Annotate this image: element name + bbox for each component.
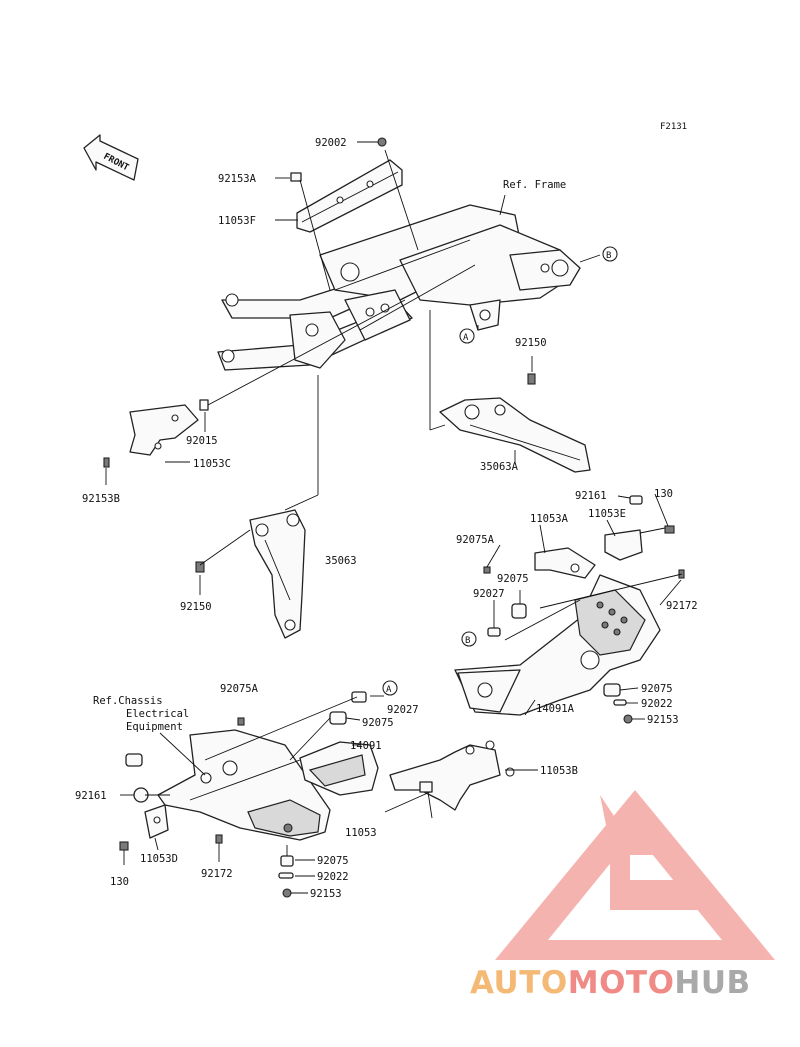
callout-A-bottom: A — [382, 680, 398, 696]
label-92153-right: 92153 — [647, 714, 679, 726]
label-92150-mid: 92150 — [180, 601, 212, 613]
label-92161-right: 92161 — [575, 490, 607, 502]
bracket-11053A — [534, 547, 596, 579]
bracket-11053F — [296, 159, 403, 233]
label-92075A-left: 92075A — [220, 683, 259, 695]
label-92022-left: 92022 — [317, 871, 349, 883]
label-11053D: 11053D — [140, 853, 178, 865]
svg-text:A: A — [386, 685, 392, 695]
label-ref-chassis-1: Ref.Chassis — [93, 695, 163, 707]
label-11053E: 11053E — [588, 508, 626, 520]
label-92172-left: 92172 — [201, 868, 233, 880]
cover-14091A — [454, 574, 661, 716]
bolt-92153A — [290, 172, 302, 182]
label-11053F: 11053F — [218, 215, 256, 227]
bracket-11053B — [389, 740, 515, 811]
label-14091A: 14091A — [536, 703, 575, 715]
label-92075-left2: 92075 — [317, 855, 349, 867]
svg-text:B: B — [606, 251, 611, 261]
right-leader-lines — [486, 493, 683, 720]
label-92027-right: 92027 — [473, 588, 505, 600]
automotohub-wordmark: AUTOMOTOHUB — [470, 965, 751, 1001]
part-labels: 92002 92153A 11053F Ref. Frame 92150 920… — [75, 137, 698, 900]
label-92075-right1: 92075 — [497, 573, 529, 585]
label-ref-chassis-3: Equipment — [126, 721, 183, 733]
label-130-left: 130 — [110, 876, 129, 888]
cover-14091 — [299, 741, 379, 796]
label-92015: 92015 — [186, 435, 218, 447]
automotohub-logo — [495, 790, 775, 960]
label-92075-right2: 92075 — [641, 683, 673, 695]
bolt-92002 — [377, 137, 387, 147]
label-92022-right: 92022 — [641, 698, 673, 710]
figure-code: F2131 — [660, 122, 687, 132]
label-35063: 35063 — [325, 555, 357, 567]
label-92153-left: 92153 — [310, 888, 342, 900]
label-11053C: 11053C — [193, 458, 231, 470]
label-92172-right: 92172 — [666, 600, 698, 612]
label-11053A: 11053A — [530, 513, 569, 525]
label-92150-top: 92150 — [515, 337, 547, 349]
label-ref-frame: Ref. Frame — [503, 179, 566, 191]
callout-B-top: B — [602, 246, 618, 262]
label-92027-left: 92027 — [387, 704, 419, 716]
top-leader-lines — [105, 141, 601, 595]
bracket-11053C — [103, 399, 209, 468]
svg-text:A: A — [463, 333, 469, 343]
label-11053B: 11053B — [540, 765, 578, 777]
callout-B-right: B — [461, 631, 477, 647]
label-130-right: 130 — [654, 488, 673, 500]
callout-A-top: A — [459, 328, 475, 344]
bracket-11053 — [157, 729, 331, 841]
label-92153B: 92153B — [82, 493, 120, 505]
bracket-11053D — [144, 804, 169, 839]
label-92153A: 92153A — [218, 173, 257, 185]
bottom-leader-lines — [120, 695, 538, 894]
label-92161-left: 92161 — [75, 790, 107, 802]
bracket-35063A — [439, 373, 591, 473]
rear-frame-drawing — [217, 204, 581, 371]
label-ref-chassis-2: Electrical — [126, 708, 189, 720]
svg-text:B: B — [465, 636, 470, 646]
label-92002: 92002 — [315, 137, 347, 149]
label-92075-left1: 92075 — [362, 717, 394, 729]
bracket-11053E — [604, 529, 643, 561]
label-14091: 14091 — [350, 740, 382, 752]
front-arrow-icon: FRONT — [83, 134, 139, 181]
label-92075A-right: 92075A — [456, 534, 495, 546]
label-35063A: 35063A — [480, 461, 519, 473]
label-11053: 11053 — [345, 827, 377, 839]
bracket-35063 — [195, 509, 306, 639]
